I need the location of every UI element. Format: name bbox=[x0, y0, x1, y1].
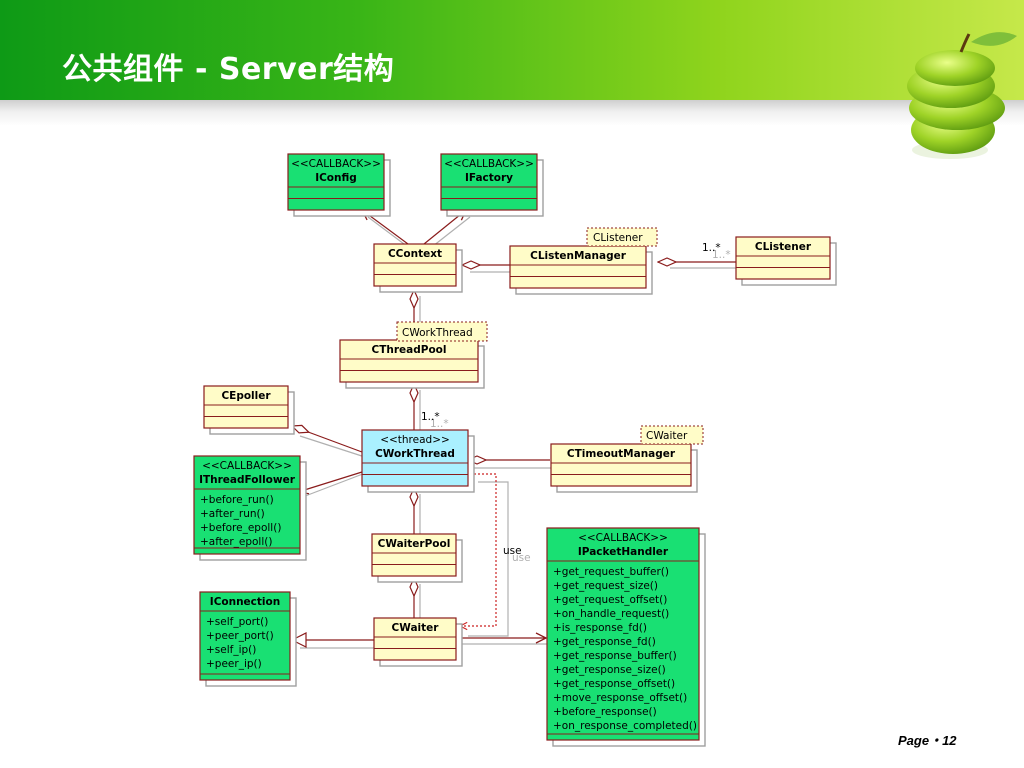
class-member: +before_epoll() bbox=[200, 522, 281, 534]
template-param-listener: CListener bbox=[586, 227, 658, 247]
apple-icon bbox=[907, 32, 1017, 159]
class-cwaiter: CWaiter bbox=[373, 617, 463, 667]
class-name: CWaiterPool bbox=[378, 538, 451, 550]
class-name: CTimeoutManager bbox=[567, 448, 676, 460]
class-cepoller: CEpoller bbox=[203, 385, 295, 435]
class-name: IConfig bbox=[315, 172, 357, 184]
class-name: CEpoller bbox=[221, 390, 271, 402]
class-member: +before_run() bbox=[200, 494, 274, 506]
class-boxes: <<CALLBACK>> IConfig <<CALLBACK>> IFactoryC… bbox=[193, 153, 837, 747]
class-member: +before_response() bbox=[553, 706, 657, 718]
template-param-waiter: CWaiter bbox=[640, 425, 704, 445]
class-cwaiterpool: CWaiterPool bbox=[371, 533, 463, 583]
class-stereotype: <<CALLBACK>> bbox=[291, 158, 381, 170]
class-member: +self_port() bbox=[206, 616, 268, 628]
class-ithreadfollower: <<CALLBACK>> IThreadFollower +before_run()… bbox=[193, 455, 307, 561]
class-member: +get_response_fd() bbox=[553, 636, 656, 648]
class-member: +after_run() bbox=[200, 508, 265, 520]
multiplicity-thread: 1..* bbox=[421, 411, 440, 423]
class-cworkthread: <<thread>> CWorkThread bbox=[361, 429, 475, 493]
class-ccontext: CContext bbox=[373, 243, 463, 293]
class-member: +get_request_offset() bbox=[553, 594, 667, 606]
template-param-workthread: CWorkThread bbox=[396, 321, 488, 342]
class-member: +on_handle_request() bbox=[553, 608, 669, 620]
class-member: +get_response_size() bbox=[553, 664, 666, 676]
multiplicity-thread-shadow: 1..* bbox=[430, 418, 449, 430]
class-member: +after_epoll() bbox=[200, 536, 272, 548]
class-stereotype: <<CALLBACK>> bbox=[202, 460, 292, 472]
class-stereotype: <<CALLBACK>> bbox=[578, 532, 668, 544]
class-member: +move_response_offset() bbox=[553, 692, 687, 704]
class-member: +get_response_offset() bbox=[553, 678, 675, 690]
class-name: CThreadPool bbox=[372, 344, 447, 356]
class-name: IConnection bbox=[210, 596, 280, 608]
class-name: CContext bbox=[388, 248, 442, 260]
class-stereotype: <<CALLBACK>> bbox=[444, 158, 534, 170]
use-dependency-line bbox=[460, 473, 497, 626]
svg-text:CListener: CListener bbox=[593, 232, 643, 244]
class-clistenmanager: CListenManager bbox=[509, 245, 653, 295]
page-number: Page・12 bbox=[898, 733, 957, 748]
class-member: +on_response_completed() bbox=[553, 720, 697, 732]
class-clistener: CListener bbox=[735, 236, 837, 286]
class-cthreadpool: CThreadPool bbox=[339, 339, 485, 389]
use-label: use bbox=[503, 545, 522, 557]
use-label-shadow: use bbox=[512, 552, 531, 564]
class-iconnection: IConnection +self_port() +peer_port() +self… bbox=[199, 591, 297, 687]
class-name: CListenManager bbox=[530, 250, 627, 262]
svg-text:CWorkThread: CWorkThread bbox=[402, 327, 473, 339]
slide-header bbox=[0, 0, 1024, 100]
class-ctimeoutmanager: CTimeoutManager bbox=[550, 443, 698, 493]
class-ifactory: <<CALLBACK>> IFactory bbox=[440, 153, 544, 217]
class-ipackethandler: <<CALLBACK>> IPacketHandler +get_request_b… bbox=[546, 527, 706, 747]
multiplicity-listener-shadow: 1..* bbox=[712, 249, 731, 261]
class-name: IPacketHandler bbox=[578, 546, 669, 558]
slide-title: 公共组件 - Server结构 bbox=[62, 52, 395, 87]
class-member: +is_response_fd() bbox=[553, 622, 647, 634]
multiplicity-listener: 1..* bbox=[702, 242, 721, 254]
header-shadow-band bbox=[0, 100, 1024, 126]
class-name: IFactory bbox=[465, 172, 513, 184]
class-member: +peer_ip() bbox=[206, 658, 262, 670]
class-member: +self_ip() bbox=[206, 644, 256, 656]
class-name: CListener bbox=[755, 241, 812, 253]
class-member: +peer_port() bbox=[206, 630, 274, 642]
class-stereotype: <<thread>> bbox=[380, 434, 450, 446]
class-name: IThreadFollower bbox=[199, 474, 296, 486]
class-name: CWorkThread bbox=[375, 448, 455, 460]
class-member: +get_request_buffer() bbox=[553, 566, 669, 578]
class-member: +get_response_buffer() bbox=[553, 650, 677, 662]
class-member: +get_request_size() bbox=[553, 580, 658, 592]
class-name: CWaiter bbox=[392, 622, 440, 634]
class-iconfig: <<CALLBACK>> IConfig bbox=[287, 153, 391, 217]
svg-text:CWaiter: CWaiter bbox=[646, 430, 688, 442]
